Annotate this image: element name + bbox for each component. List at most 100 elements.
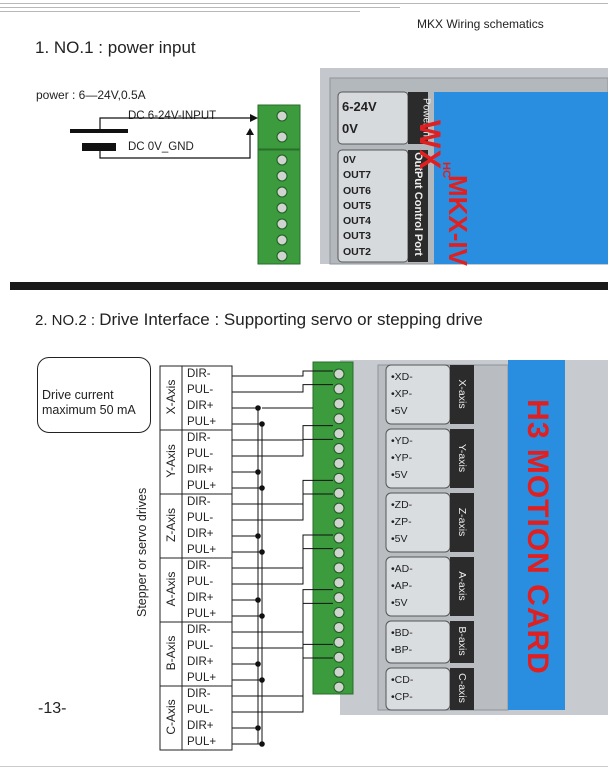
axis-label: C-Axis xyxy=(164,699,178,735)
terminal-screw xyxy=(333,368,345,380)
axis-label: X-Axis xyxy=(164,379,178,415)
card-pin-label: •BD- xyxy=(391,627,413,639)
terminal-screw xyxy=(333,517,345,529)
bottom-rule xyxy=(0,766,608,767)
card-pin-list: •YD-•YP-•5V xyxy=(391,433,413,484)
section2-title: 2. NO.2 : Drive Interface : Supporting s… xyxy=(35,310,483,330)
terminal-screw xyxy=(333,651,345,663)
card-axis-label: A-axis xyxy=(456,570,468,601)
axis-pin-label: PUL+ xyxy=(187,736,217,748)
wire-positive xyxy=(99,117,250,131)
axis-pin-label: PUL- xyxy=(187,640,214,652)
axis-pin-label: PUL- xyxy=(187,448,214,460)
signal-wire xyxy=(232,370,333,377)
signal-wire xyxy=(232,548,333,585)
axis-pin-label: DIR+ xyxy=(187,528,214,540)
terminal-screw xyxy=(333,428,345,440)
axis-label: A-Axis xyxy=(164,571,178,607)
signal-wire xyxy=(232,493,333,521)
signal-wire xyxy=(232,425,333,441)
power-port-v: 6-24V xyxy=(342,99,377,114)
card-pin-label: •5V xyxy=(391,597,408,609)
terminal-screw xyxy=(333,636,345,648)
card-axis-label: Y-axis xyxy=(456,443,468,472)
axis-pin-label: PUL+ xyxy=(187,480,217,492)
card-blue-strip xyxy=(508,360,565,710)
axis-pin-label: PUL+ xyxy=(187,672,217,684)
output-port-item: OUT7 xyxy=(343,169,372,182)
output-port-side xyxy=(408,150,428,262)
card-pin-label: •AD- xyxy=(391,563,413,575)
battery-plate-short xyxy=(82,143,116,151)
terminal-screw xyxy=(333,472,345,484)
top-rule-1 xyxy=(0,3,608,4)
section-divider xyxy=(10,282,608,290)
brand-panel xyxy=(434,92,608,264)
arrow-negative xyxy=(246,128,254,135)
screw-9 xyxy=(276,250,288,262)
card-port-side xyxy=(450,493,474,552)
section1-title: 1. NO.1 : power input xyxy=(35,38,196,57)
card-pin-label: •AP- xyxy=(391,580,413,592)
section2-title-prefix: 2. NO.2 : xyxy=(35,312,100,329)
section2-title-main: Drive Interface : Supporting servo or st… xyxy=(99,310,483,329)
axis-pin-label: PUL- xyxy=(187,576,214,588)
card-pin-label: •CP- xyxy=(391,691,413,703)
axis-pin-label: PUL- xyxy=(187,512,214,524)
axis-pin-label: DIR+ xyxy=(187,592,214,604)
signal-wire xyxy=(232,602,333,649)
card-port-side xyxy=(450,668,474,710)
terminal-screw xyxy=(333,502,345,514)
power-port-side xyxy=(408,92,428,144)
signal-wire xyxy=(232,384,333,393)
output-port-item: OUT3 xyxy=(343,230,372,243)
signal-wire xyxy=(232,438,333,457)
card-pin-label: •YP- xyxy=(391,452,413,464)
drive-wires xyxy=(232,368,345,747)
terminal-screw xyxy=(333,443,345,455)
screw-2 xyxy=(276,131,288,143)
card-pin-list: •ZD-•ZP-•5V xyxy=(391,497,412,548)
card-pin-label: •XD- xyxy=(391,371,413,383)
output-port-item: OUT4 xyxy=(343,215,372,228)
drive-current-box xyxy=(37,357,151,433)
card-pin-label: •ZD- xyxy=(391,499,413,511)
card-label: H3 MOTION CARD xyxy=(521,399,554,675)
card-port-side xyxy=(450,365,474,424)
terminal-screw xyxy=(333,487,345,499)
axis-box xyxy=(159,685,233,751)
axis-pin-label: DIR- xyxy=(187,560,211,572)
axis-pin-label: DIR- xyxy=(187,368,211,380)
page-header-title: MKX Wiring schematics xyxy=(417,17,544,31)
top-rule-2 xyxy=(0,7,400,8)
axis-label: B-Axis xyxy=(164,635,178,671)
card-port-side xyxy=(450,621,474,663)
output-port-item: OUT5 xyxy=(343,199,372,212)
output-port-item: OUT2 xyxy=(343,245,372,258)
page-number: -13- xyxy=(38,700,67,717)
axis-pin-label: DIR- xyxy=(187,496,211,508)
screw-4 xyxy=(276,170,288,182)
card-axis-label: C-axis xyxy=(456,673,468,703)
power-spec: power : 6—24V,0.5A xyxy=(36,88,146,102)
card-pin-label: •YD- xyxy=(391,435,413,447)
axis-pin-label: PUL+ xyxy=(187,608,217,620)
card-groups xyxy=(385,364,474,711)
axis-pin-label: DIR+ xyxy=(187,720,214,732)
card-pin-label: •XP- xyxy=(391,388,413,400)
terminal-screw xyxy=(333,607,345,619)
axis-label: Y-Axis xyxy=(164,444,178,478)
terminal-screw xyxy=(333,562,345,574)
axis-pin-label: DIR+ xyxy=(187,400,214,412)
terminal-screw xyxy=(333,398,345,410)
card-pin-label: •BP- xyxy=(391,644,413,656)
top-rule-3 xyxy=(0,11,360,12)
axis-pin-label: PUL- xyxy=(187,704,214,716)
output-terminal xyxy=(257,149,301,265)
card-pin-list: •CD- •CP- xyxy=(391,672,413,706)
card-pin-label: •5V xyxy=(391,405,408,417)
card-pin-label: •CD- xyxy=(391,674,414,686)
terminal-screw xyxy=(333,666,345,678)
card-port-side xyxy=(450,557,474,616)
